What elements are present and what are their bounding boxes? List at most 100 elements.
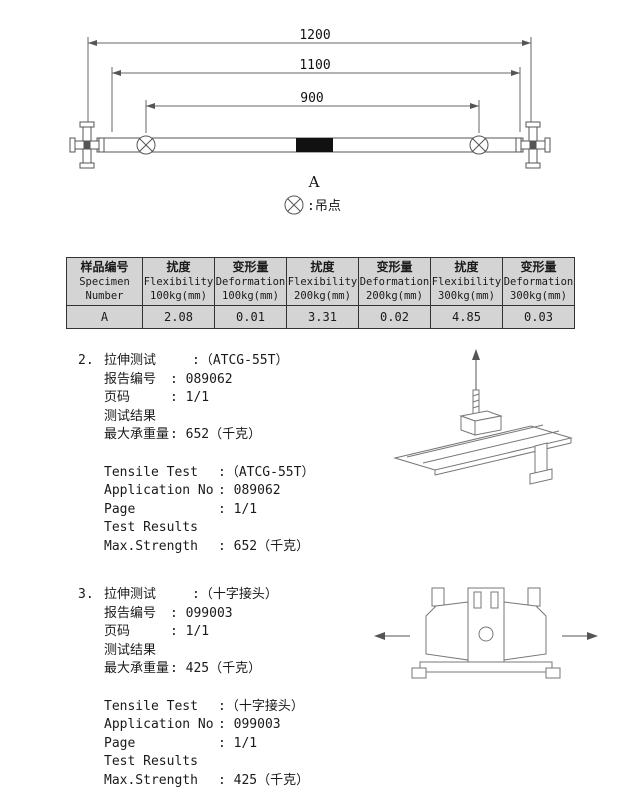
cell-value: 2.08 xyxy=(142,305,215,329)
page-label: 页码 xyxy=(104,624,131,640)
specimen-block xyxy=(296,138,333,152)
strength-value: : 425（千克） xyxy=(170,661,262,677)
beam-load-diagram: 1200 1100 900 xyxy=(69,28,551,215)
strength-line-cn: 最大承重量 : 425（千克） xyxy=(78,660,388,679)
header-cn: 变形量 xyxy=(376,260,413,274)
hanging-point-legend-label: :吊点 xyxy=(307,199,341,214)
header-cn: 扰度 xyxy=(166,260,191,274)
page-label: Page xyxy=(104,501,136,517)
title-label-en: Tensile Test xyxy=(104,464,198,480)
col-header-specimen: 样品编号 Specimen Number xyxy=(66,257,143,306)
strength-value: : 425（千克） xyxy=(218,772,310,788)
cell-value: 0.02 xyxy=(358,305,431,329)
left-hanging-point-icon xyxy=(136,135,156,155)
report-value: : 099003 xyxy=(218,717,281,733)
strength-value: : 652（千克） xyxy=(218,538,310,554)
page-value: : 1/1 xyxy=(170,624,210,640)
report-label: 报告编号 xyxy=(104,371,157,387)
dimension-extension-lines xyxy=(87,37,532,133)
results-line-cn: 测试结果 xyxy=(78,408,388,427)
strength-label: 最大承重量 xyxy=(104,427,170,443)
report-no-line-en: Application No : 099003 xyxy=(78,716,388,735)
page-value: : 1/1 xyxy=(170,390,210,406)
col-header-def-300: 变形量 Deformation 300kg(mm) xyxy=(502,257,575,306)
report-no-line-cn: 报告编号 : 099003 xyxy=(78,605,388,624)
right-hanging-point-icon xyxy=(469,135,489,155)
results-label: 测试结果 xyxy=(104,408,157,424)
strength-value: : 652（千克） xyxy=(170,427,262,443)
page-label: Page xyxy=(104,735,136,751)
header-en: 200kg(mm) xyxy=(294,290,351,302)
table-row: A 2.08 0.01 3.31 0.02 4.85 0.03 xyxy=(66,305,575,329)
left-cross-fitting-icon xyxy=(69,121,105,169)
cell-value: 4.85 xyxy=(430,305,503,329)
title-label-cn: 拉伸测试 xyxy=(104,353,157,368)
page-line-en: Page : 1/1 xyxy=(78,735,388,754)
strength-line-en: Max.Strength : 652（千克） xyxy=(78,538,388,557)
header-cn: 扰度 xyxy=(310,260,335,274)
report-label: Application No xyxy=(104,483,214,499)
col-header-flex-100: 扰度 Flexibility 100kg(mm) xyxy=(142,257,215,306)
title-label-cn: 拉伸测试 xyxy=(104,587,157,602)
strength-label: Max.Strength xyxy=(104,538,198,554)
dimension-1100-label: 1100 xyxy=(299,58,330,73)
cell-value: 3.31 xyxy=(286,305,359,329)
header-en: Flexibility xyxy=(287,276,358,288)
cell-value: 0.03 xyxy=(502,305,575,329)
section-3-title: 3. 拉伸测试 :（十字接头） xyxy=(78,586,388,605)
header-en: Flexibility xyxy=(431,276,502,288)
cell-specimen: A xyxy=(66,305,143,329)
results-label: Test Results xyxy=(104,754,198,770)
page-line-cn: 页码 : 1/1 xyxy=(78,623,388,642)
report-label: Application No xyxy=(104,717,214,733)
tensile-test-profile-drawing xyxy=(393,349,573,485)
col-header-def-200: 变形量 Deformation 200kg(mm) xyxy=(358,257,431,306)
table-header-row: 样品编号 Specimen Number 扰度 Flexibility 100k… xyxy=(66,257,575,306)
header-cn: 变形量 xyxy=(520,260,557,274)
report-value: : 089062 xyxy=(170,371,233,387)
header-en: Number xyxy=(85,290,124,302)
title-line-en: Tensile Test :（ATCG-55T） xyxy=(78,464,388,483)
title-label-en: Tensile Test xyxy=(104,698,198,714)
page-line-cn: 页码 : 1/1 xyxy=(78,389,388,408)
dimension-900-label: 900 xyxy=(300,91,323,106)
header-cn: 样品编号 xyxy=(80,260,129,274)
strength-label: 最大承重量 xyxy=(104,661,170,677)
title-line-en: Tensile Test :（十字接头） xyxy=(78,698,388,717)
report-no-line-cn: 报告编号 : 089062 xyxy=(78,371,388,390)
report-value: : 089062 xyxy=(218,483,281,499)
header-en: 100kg(mm) xyxy=(222,290,279,302)
dimension-arrowheads xyxy=(88,40,531,109)
cell-value: 0.01 xyxy=(214,305,287,329)
section-number: 3. xyxy=(78,587,94,602)
title-value-cn: :（十字接头） xyxy=(192,587,278,602)
cross-joint-drawing xyxy=(374,587,598,679)
header-en: Flexibility xyxy=(143,276,214,288)
header-en: Deformation xyxy=(215,276,286,288)
header-en: Specimen xyxy=(79,276,130,288)
strength-label: Max.Strength xyxy=(104,772,198,788)
title-value-en: :（十字接头） xyxy=(218,698,304,714)
results-line-en: Test Results xyxy=(78,519,388,538)
hanging-point-legend-icon xyxy=(284,195,304,215)
col-header-flex-300: 扰度 Flexibility 300kg(mm) xyxy=(430,257,503,306)
title-value-cn: :（ATCG-55T） xyxy=(192,353,289,368)
col-header-flex-200: 扰度 Flexibility 200kg(mm) xyxy=(286,257,359,306)
strength-line-cn: 最大承重量 : 652（千克） xyxy=(78,426,388,445)
header-cn: 变形量 xyxy=(232,260,269,274)
right-cross-fitting-icon xyxy=(515,121,551,169)
section-3-text: 3. 拉伸测试 :（十字接头） 报告编号 : 099003 页码 : 1/1 测… xyxy=(78,586,388,791)
strength-line-en: Max.Strength : 425（千克） xyxy=(78,772,388,791)
header-en: Deformation xyxy=(359,276,430,288)
section-2-text: 2. 拉伸测试 :（ATCG-55T） 报告编号 : 089062 页码 : 1… xyxy=(78,352,388,557)
header-en: Deformation xyxy=(503,276,574,288)
header-en: 300kg(mm) xyxy=(510,290,567,302)
section-2-title: 2. 拉伸测试 :（ATCG-55T） xyxy=(78,352,388,371)
page-value: : 1/1 xyxy=(218,735,258,751)
dimension-1200-label: 1200 xyxy=(299,28,330,43)
report-label: 报告编号 xyxy=(104,605,157,621)
page-label: 页码 xyxy=(104,390,131,406)
header-en: 300kg(mm) xyxy=(438,290,495,302)
header-cn: 扰度 xyxy=(454,260,479,274)
header-en: 200kg(mm) xyxy=(366,290,423,302)
